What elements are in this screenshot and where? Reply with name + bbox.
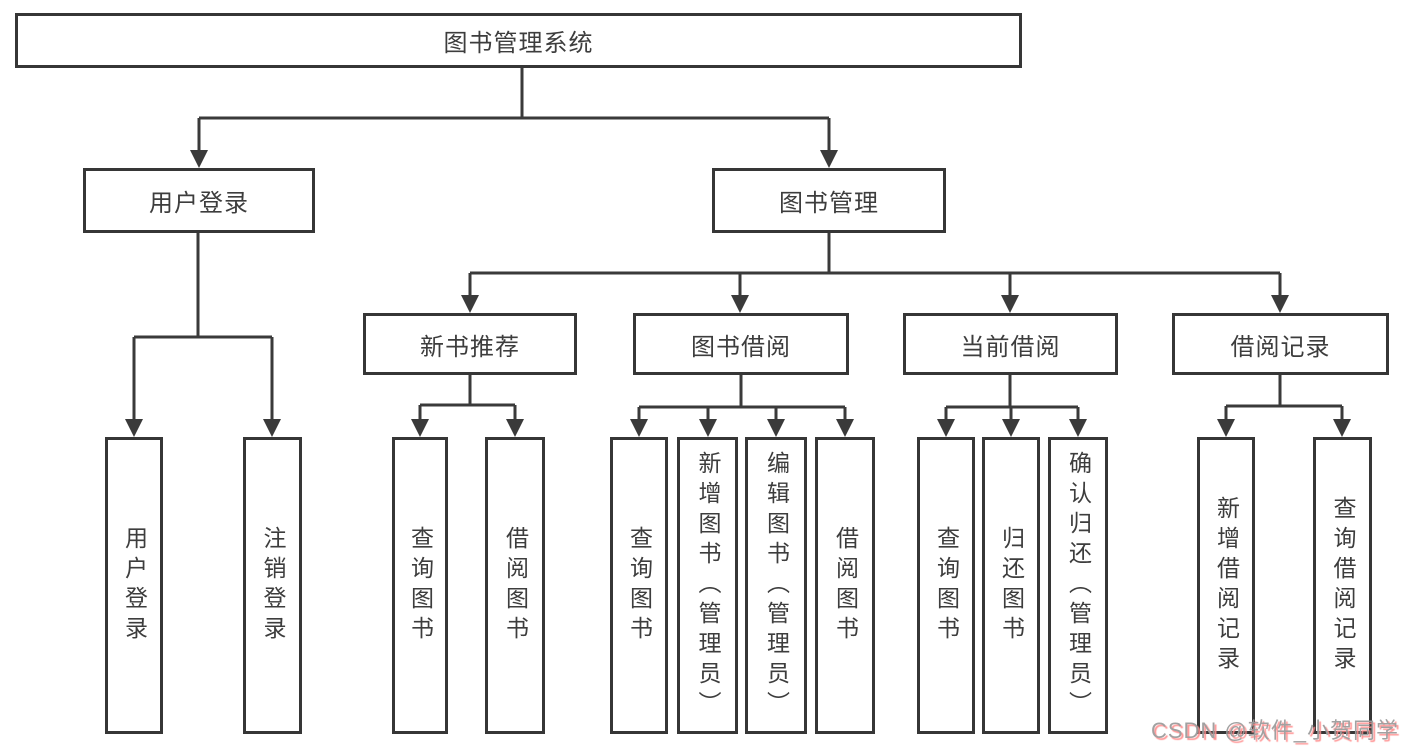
node-label: 新书推荐 <box>420 333 520 361</box>
leaf-add-book-admin: 新增图书（管理员） <box>677 437 738 734</box>
node-label: 图书管理系统 <box>443 30 594 57</box>
node-user-login: 用户登录 <box>83 168 315 233</box>
node-label: 借阅记录 <box>1230 333 1331 361</box>
leaf-label: 新增借阅记录 <box>1213 495 1240 676</box>
leaf-edit-book-admin: 编辑图书（管理员） <box>745 437 807 734</box>
leaf-label: 确认归还（管理员） <box>1065 450 1092 721</box>
leaf-label: 编辑图书（管理员） <box>763 450 790 721</box>
leaf-label: 查询图书 <box>407 525 434 646</box>
node-book-borrowing: 图书借阅 <box>633 313 849 375</box>
connector-current-borrowing-children <box>937 375 1087 437</box>
connector-root-to-level2 <box>190 68 838 168</box>
node-label: 用户登录 <box>149 190 249 217</box>
node-label: 图书管理 <box>779 190 879 217</box>
leaf-label: 借阅图书 <box>502 525 529 646</box>
leaf-user-login: 用户登录 <box>105 437 163 734</box>
leaf-borrow-books-recommend: 借阅图书 <box>485 437 545 734</box>
connector-borrowing-records-children <box>1217 375 1351 437</box>
connector-book-borrowing-children <box>630 375 854 437</box>
leaf-label: 查询图书 <box>933 525 960 646</box>
leaf-logout: 注销登录 <box>243 437 302 734</box>
node-label: 当前借阅 <box>960 333 1061 361</box>
node-current-borrowing: 当前借阅 <box>903 313 1118 375</box>
node-new-book-recommend: 新书推荐 <box>363 313 577 375</box>
leaf-label: 查询借阅记录 <box>1330 495 1356 676</box>
leaf-return-books: 归还图书 <box>982 437 1040 734</box>
node-book-management-system: 图书管理系统 <box>15 13 1022 68</box>
node-label: 图书借阅 <box>691 333 791 361</box>
leaf-label: 新增图书（管理员） <box>695 450 721 721</box>
leaf-query-books-borrowing: 查询图书 <box>610 437 668 734</box>
leaf-label: 注销登录 <box>260 525 286 646</box>
leaf-query-borrow-record: 查询借阅记录 <box>1313 437 1372 734</box>
leaf-query-books-current: 查询图书 <box>917 437 975 734</box>
connector-book-management-to-level3 <box>461 233 1289 313</box>
connector-user-login-children <box>125 233 281 437</box>
connector-new-book-recommend-children <box>411 375 524 437</box>
leaf-confirm-return-admin: 确认归还（管理员） <box>1048 437 1108 734</box>
leaf-label: 借阅图书 <box>832 525 859 646</box>
leaf-label: 查询图书 <box>626 525 653 646</box>
node-borrowing-records: 借阅记录 <box>1172 313 1389 375</box>
leaf-label: 用户登录 <box>121 525 148 646</box>
leaf-query-books-recommend: 查询图书 <box>392 437 448 734</box>
node-book-management: 图书管理 <box>712 168 946 233</box>
leaf-label: 归还图书 <box>998 525 1025 646</box>
leaf-borrow-books-borrowing: 借阅图书 <box>815 437 875 734</box>
leaf-add-borrow-record: 新增借阅记录 <box>1197 437 1255 734</box>
watermark: CSDN @软件_小贺同学 <box>1150 718 1399 743</box>
